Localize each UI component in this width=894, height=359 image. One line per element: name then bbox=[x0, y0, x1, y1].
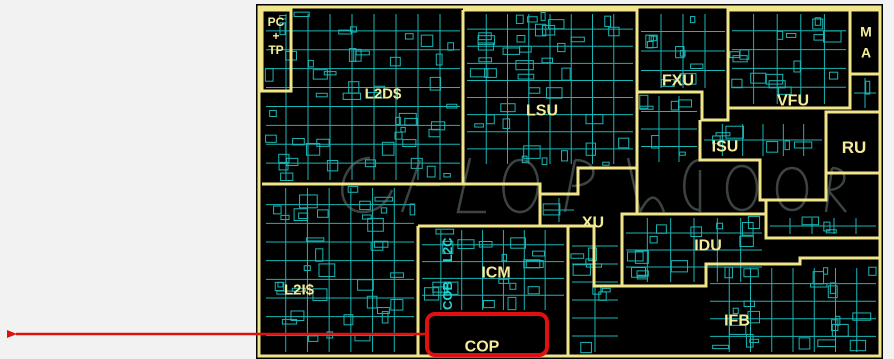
ru-label: RU bbox=[842, 138, 867, 157]
idu-label: IDU bbox=[694, 238, 722, 255]
l2i-label: L2I$ bbox=[284, 281, 315, 298]
fxu-label: FXU bbox=[662, 73, 694, 90]
l2d-label: L2D$ bbox=[365, 85, 402, 102]
l2c-rotated-label: L2C bbox=[440, 237, 455, 262]
lsu-label: LSU bbox=[526, 103, 558, 120]
xu-label: XU bbox=[582, 215, 604, 232]
block-outlines bbox=[257, 5, 882, 358]
icm-label: ICM bbox=[481, 265, 510, 282]
l2d-outline bbox=[262, 166, 637, 196]
ma-outline bbox=[848, 8, 882, 76]
pc-tp-label: PC+TP bbox=[268, 15, 285, 57]
cob-rotated-label: COB bbox=[440, 281, 455, 310]
isu-outline bbox=[698, 120, 828, 202]
lsu-outline bbox=[461, 8, 639, 184]
cop-label: COP bbox=[465, 339, 500, 356]
ru-outline bbox=[824, 110, 882, 175]
ifb-outline bbox=[622, 256, 880, 288]
pc-tp-outline bbox=[260, 8, 293, 93]
idu-outline bbox=[622, 200, 880, 240]
logo-watermark bbox=[341, 156, 847, 214]
ifb-label: IFB bbox=[724, 313, 750, 330]
vfu-label: VFU bbox=[777, 93, 809, 110]
isu-label: ISU bbox=[712, 139, 739, 156]
circuit-grid bbox=[264, 11, 877, 354]
